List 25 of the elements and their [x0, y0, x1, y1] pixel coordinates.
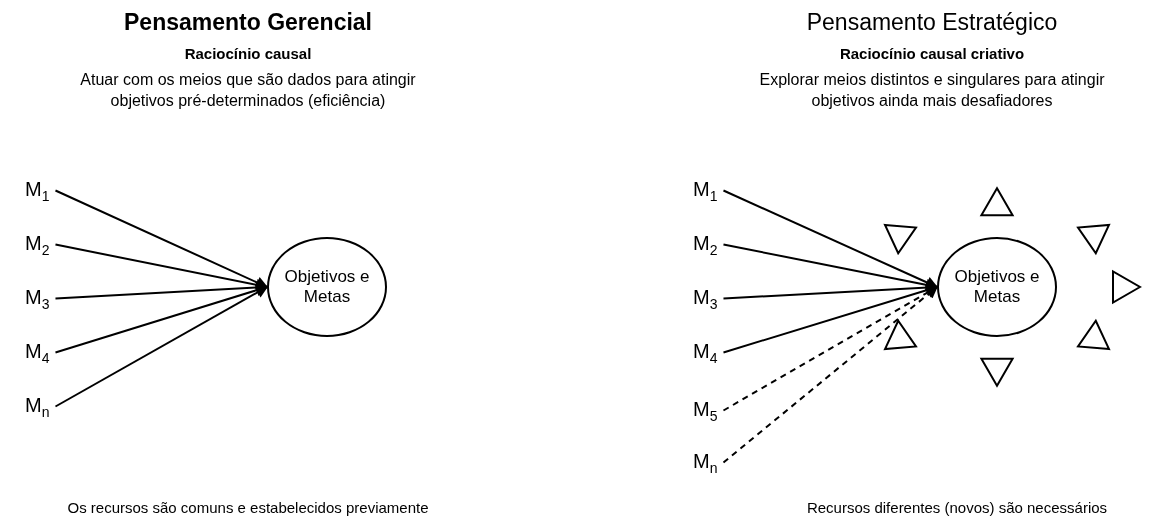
resource-label: M$_{1}$: [25, 178, 50, 207]
description-text: Atuar com os meios que são dados para atingir objetivos pré-determinados (eficiência): [79, 70, 417, 111]
arrow: [54, 286, 269, 408]
resource-label: M$_{4}$: [25, 340, 50, 369]
footnote-text: Os recursos são comuns e estabelecidos previamente: [66, 498, 430, 518]
subheading: Raciocínio causal: [183, 44, 313, 64]
arrow: [54, 189, 269, 288]
resource-label: M$_{3}$: [25, 286, 50, 315]
heading: Pensamento Estratégico: [805, 8, 1059, 37]
footnote-text: Recursos diferentes (novos) são necessários: [805, 498, 1109, 518]
resource-label: M$_{2}$: [693, 232, 718, 261]
subheading: Raciocínio causal criativo: [838, 44, 1026, 64]
heading: Pensamento Gerencial: [123, 8, 373, 37]
resource-label: M$_{3}$: [693, 286, 718, 315]
arrow: [722, 189, 939, 288]
resource-label: M$_{5}$: [693, 398, 718, 427]
goal-ellipse: Objetivos e Metas: [267, 237, 387, 337]
arrow: [722, 286, 938, 464]
resource-label: M$_{n}$: [25, 394, 50, 423]
resource-label: M$_{n}$: [693, 450, 718, 479]
description-text: Explorar meios distintos e singulares para atingir objetivos ainda mais desafiadores: [758, 70, 1106, 111]
resource-label: M$_{1}$: [693, 178, 718, 207]
resource-label: M$_{2}$: [25, 232, 50, 261]
goal-ellipse: Objetivos e Metas: [937, 237, 1057, 337]
resource-label: M$_{4}$: [693, 340, 718, 369]
